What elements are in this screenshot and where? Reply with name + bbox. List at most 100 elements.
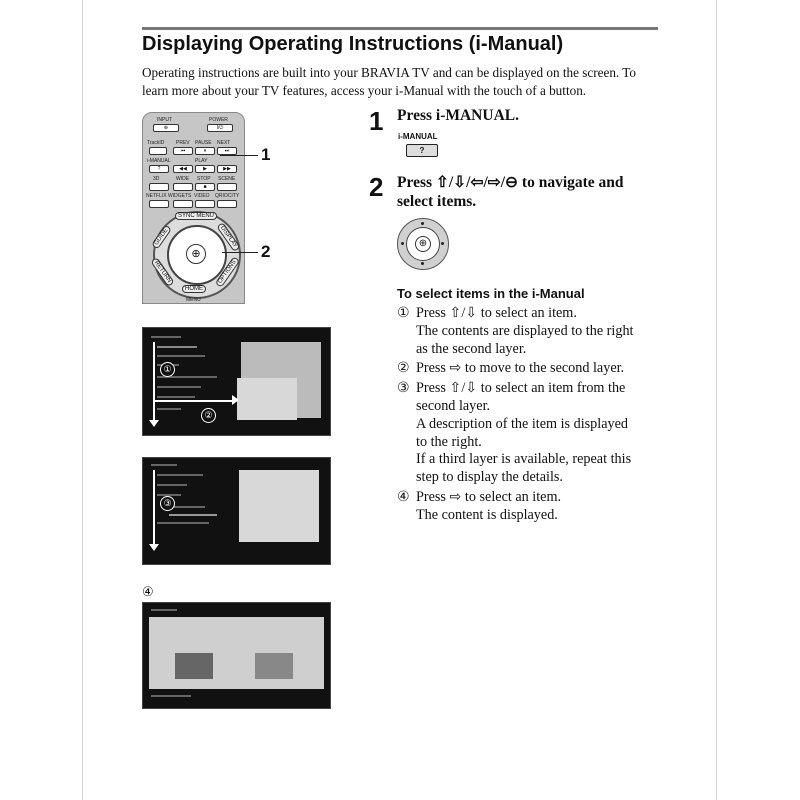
step-2-heading-line-1: Press ⇧/⇩/⇦/⇨/⊖ to navigate and [397,174,624,191]
right-arrow-tip [232,395,239,405]
screen-menu-line [151,464,177,466]
list-item-marker: ③ [397,380,410,397]
remote-label-wide: WIDE [176,176,190,182]
list-item: ④ Press ⇨ to select an item. The content… [397,489,677,525]
scene-button [217,183,237,191]
page-edge-right [716,0,717,800]
remote-label-next: NEXT [217,140,231,146]
remote-label-netflix: NETFLIX [146,193,167,199]
callout-line-2 [222,252,258,253]
screen-menu-line [157,522,209,524]
remote-label-prev: PREV [176,140,190,146]
step-2-number: 2 [369,172,384,202]
list-item-line: Press ⇨ to move to the second layer. [416,360,625,377]
screen-menu-line [157,376,217,378]
imanual-key-label: i-MANUAL [398,132,438,141]
screen-menu-line [157,408,181,410]
remote-label-widgets: WIDGETS [168,193,192,199]
down-arrow-tip [149,544,159,551]
wide-button [173,183,193,191]
remote-enter-button: ⊕ [186,244,206,264]
remote-label-imanual: i-MANUAL [147,158,171,164]
screen-1: ① ② [142,327,331,436]
remote-label-scene: SCENE [218,176,236,182]
dpad-left-dot [401,242,404,245]
screen-image-after [255,653,293,679]
screen-menu-line [157,474,203,476]
list-item-line: Press ⇨ to select an item. [416,488,562,505]
list-item-line: Press ⇧/⇩ to select an item. [416,305,577,321]
list-item: ③ Press ⇧/⇩ to select an item from the s… [397,380,677,487]
dpad-right-dot [441,242,444,245]
screen-menu-line [157,386,201,388]
list-item-line: to the right. [416,433,482,450]
callout-number-1: 1 [261,145,271,164]
select-items-heading: To select items in the i-Manual [397,286,585,301]
pause-button: ⏸ [195,147,215,155]
list-item-marker: ④ [397,488,410,505]
screen-menu-line [151,336,181,338]
callout-line-1 [220,155,258,156]
forward-button: ▶▶ [217,165,237,173]
step-1-heading: Press i-MANUAL. [397,107,519,124]
next-button: ⏭ [217,147,237,155]
list-item: ② Press ⇨ to move to the second layer. [397,360,677,378]
screen-badge-4: ④ [142,584,154,599]
widgets-button [173,200,193,208]
screen-badge-3: ③ [160,496,175,511]
screen-menu-line [157,396,195,398]
list-item-line: second layer. [416,397,491,414]
screen-2: ③ [142,457,331,565]
down-arrow [153,470,155,546]
imanual-button: ? [149,165,169,173]
down-arrow [153,342,155,422]
callout-number-2: 2 [261,242,271,261]
step-1-number: 1 [369,106,384,136]
dpad-center-icon: ⊕ [415,236,431,252]
screen-menu-line [169,506,205,508]
page-title: Displaying Operating Instructions (i-Man… [142,33,564,55]
screen-badge-2: ② [201,408,216,423]
screen-preview-card [239,470,319,542]
remote-illustration: INPUT POWER ⊕ I/⏻ TrackID PREV PAUSE NEX… [142,112,245,304]
select-items-list: ① Press ⇧/⇩ to select an item. The conte… [397,305,677,527]
netflix-button [149,200,169,208]
screen-badge-1: ① [160,362,175,377]
remote-label-sync-menu: SYNC MENU [175,212,218,220]
power-button: I/⏻ [207,124,233,132]
remote-label-qriocity: QRIOCITY [215,193,240,199]
screen-menu-line [157,355,205,357]
rewind-button: ◀◀ [173,165,193,173]
dpad-up-dot [421,222,424,225]
down-arrow-tip [149,420,159,427]
list-item-line: The content is displayed. [416,506,558,523]
list-item: ① Press ⇧/⇩ to select an item. The conte… [397,305,677,358]
screen-image-before [175,653,213,679]
list-item-line: Press ⇧/⇩ to select an item from the [416,380,626,397]
remote-label-video: VIDEO [194,193,210,199]
list-item-marker: ① [397,305,410,321]
screen-3 [142,602,331,709]
list-item-line: step to display the details. [416,469,563,486]
top-rule [142,27,658,30]
screen-menu-line [169,514,217,516]
video-button [195,200,215,208]
screen-menu-line [157,484,187,486]
screen-menu-line [151,695,191,697]
list-item-marker: ② [397,360,410,377]
remote-label-stop: STOP [197,176,211,182]
remote-label-pause: PAUSE [195,140,212,146]
remote-label-home: HOME [182,285,206,293]
prev-button: ⏮ [173,147,193,155]
list-item-line: The contents are displayed to the right [416,322,634,339]
input-button: ⊕ [153,124,179,132]
page-edge-left [82,0,83,800]
right-arrow [153,400,233,402]
imanual-key-icon: ? [406,144,438,157]
play-button: ▶ [195,165,215,173]
3d-button [149,183,169,191]
screen-menu-line [151,609,177,611]
screen-menu-line [157,346,197,348]
remote-label-play: PLAY [195,158,208,164]
remote-label-power: POWER [209,117,228,123]
